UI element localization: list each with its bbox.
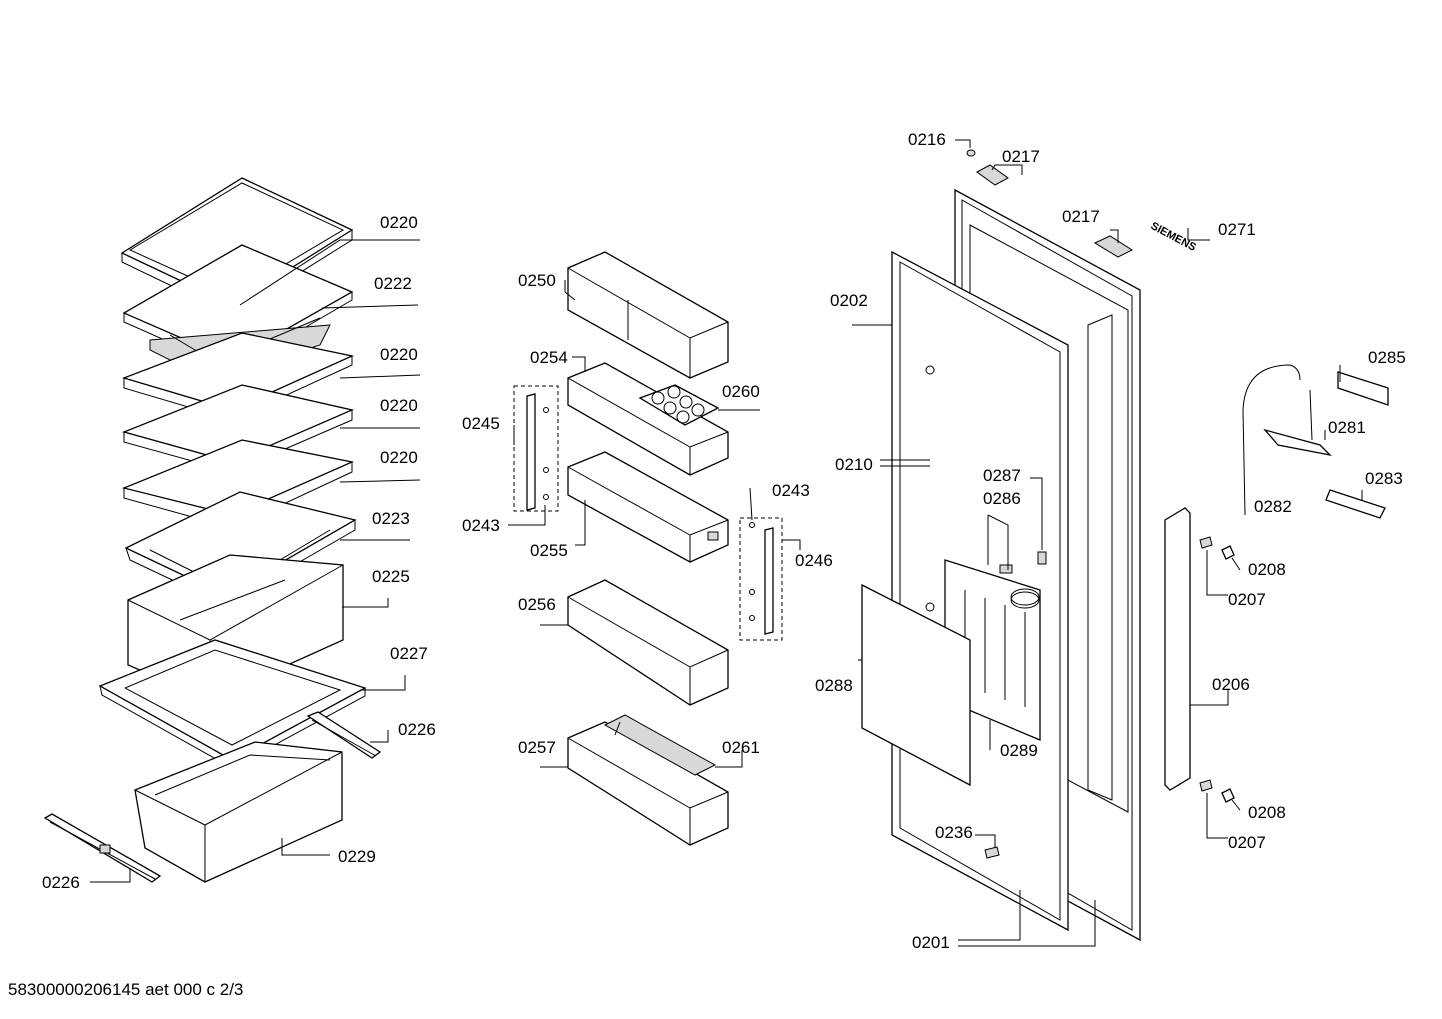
top-cap-parts	[966, 149, 1134, 258]
label-0229: 0229	[338, 847, 376, 866]
label-0260: 0260	[722, 382, 760, 401]
label-0236: 0236	[935, 823, 973, 842]
label-0287: 0287	[983, 466, 1021, 485]
bottle-holder	[603, 714, 717, 776]
label-0261: 0261	[722, 738, 760, 757]
sensor-assembly	[1242, 364, 1389, 519]
label-0285: 0285	[1368, 348, 1406, 367]
label-0210: 0210	[835, 455, 873, 474]
label-0225: 0225	[372, 567, 410, 586]
cover-plate	[861, 583, 971, 787]
crisper-cover-plate	[98, 639, 367, 769]
label-0220-shelf-4: 0220	[380, 396, 418, 415]
label-0243-left: 0243	[462, 516, 500, 535]
door-shelf-1	[567, 451, 729, 563]
dairy-compartment	[567, 251, 729, 379]
label-0243-right: 0243	[772, 481, 810, 500]
document-id: 58300000206145 aet 000 c 2/3	[8, 980, 244, 999]
label-0223: 0223	[372, 509, 410, 528]
label-0289: 0289	[1000, 741, 1038, 760]
small-hardware	[925, 365, 1235, 859]
side-rail-left	[513, 385, 559, 512]
label-0208-top: 0208	[1248, 560, 1286, 579]
label-0217-side: 0217	[1062, 207, 1100, 226]
label-0217-top: 0217	[1002, 147, 1040, 166]
label-0220-shelf-3: 0220	[380, 345, 418, 364]
crisper-drawer-2	[134, 741, 343, 883]
door-handle	[1164, 507, 1191, 791]
label-0226-left: 0226	[42, 873, 80, 892]
brand-mark-text: SIEMENS	[1149, 220, 1198, 254]
label-0206: 0206	[1212, 675, 1250, 694]
label-0208-bottom: 0208	[1248, 803, 1286, 822]
label-0207-bottom: 0207	[1228, 833, 1266, 852]
label-0281: 0281	[1328, 418, 1366, 437]
door-shelf-3	[567, 721, 729, 846]
side-rail-right	[739, 517, 783, 641]
part-labels: 0220 0222 0220 0220 0220 0223 0225 0227 …	[42, 130, 1406, 952]
label-0255: 0255	[530, 541, 568, 560]
label-0271: 0271	[1218, 220, 1256, 239]
leader-lines	[90, 139, 1363, 947]
label-0283: 0283	[1365, 469, 1403, 488]
label-0256: 0256	[518, 595, 556, 614]
label-0201: 0201	[912, 933, 950, 952]
label-0220-shelf-top: 0220	[380, 213, 418, 232]
label-0222: 0222	[374, 274, 412, 293]
label-0207-top: 0207	[1228, 590, 1266, 609]
egg-tray	[638, 384, 720, 426]
label-0250: 0250	[518, 271, 556, 290]
label-0246: 0246	[795, 551, 833, 570]
label-0254: 0254	[530, 348, 568, 367]
label-0226-right: 0226	[398, 720, 436, 739]
label-0227: 0227	[390, 644, 428, 663]
telescopic-rail-left	[43, 813, 162, 883]
label-0257: 0257	[518, 738, 556, 757]
label-0202: 0202	[830, 291, 868, 310]
label-0288: 0288	[815, 676, 853, 695]
label-0245: 0245	[462, 414, 500, 433]
label-0286: 0286	[983, 489, 1021, 508]
label-0220-shelf-5: 0220	[380, 448, 418, 467]
label-0282: 0282	[1254, 497, 1292, 516]
telescopic-rail-right	[306, 711, 382, 759]
siemens-emblem: SIEMENS	[1149, 220, 1198, 254]
egg-shelf	[567, 362, 729, 476]
label-0216: 0216	[908, 130, 946, 149]
door-shelf-2	[567, 579, 729, 706]
